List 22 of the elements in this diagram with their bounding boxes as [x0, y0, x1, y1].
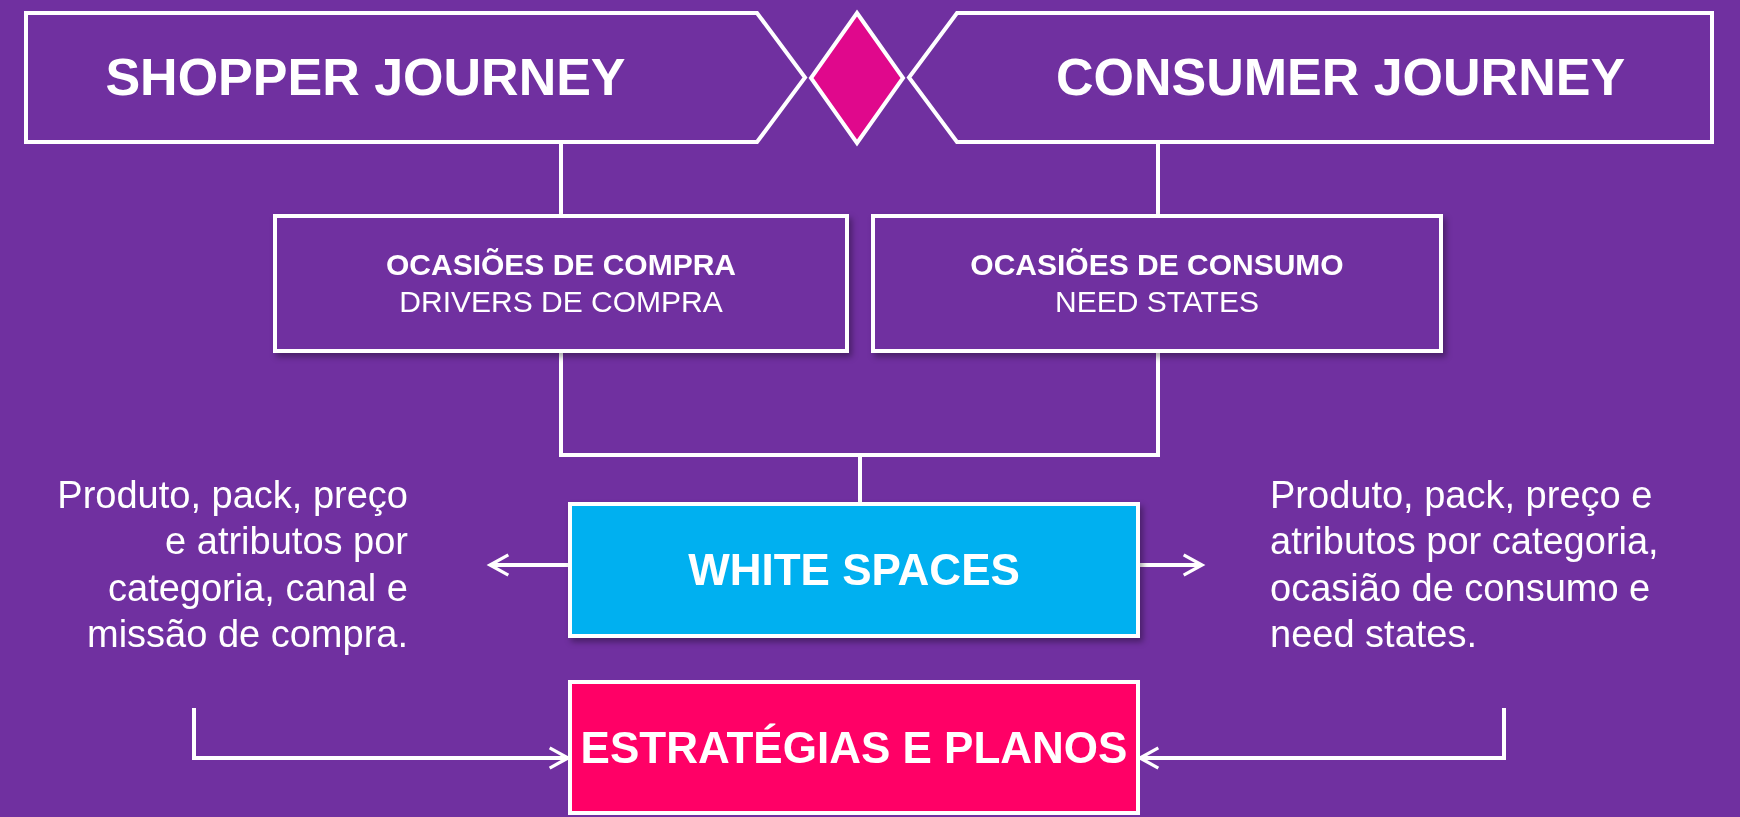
arrow [488, 553, 568, 577]
banner-box [907, 11, 1714, 144]
heading-text: OCASIÕES DE COMPRA [385, 246, 736, 283]
arrow [192, 708, 570, 770]
subheading-text: NEED STATES [1055, 283, 1259, 320]
heading-text: OCASIÕES DE CONSUMO [970, 246, 1344, 283]
heading-text: ESTRATÉGIAS E PLANOS [580, 721, 1128, 774]
heading-text: CONSUMER JOURNEY [1055, 46, 1626, 108]
process-box [568, 502, 1140, 638]
process-box [568, 680, 1140, 815]
heading-text: Produto, pack, preço e atributos por categoria, ocasião de consumo e need states. [1270, 473, 1660, 658]
connector-line [559, 144, 563, 214]
heading-text: Produto, pack, preço e atributos por categoria, canal e missão de compra. [56, 473, 408, 658]
subheading-text: DRIVERS DE COMPRA [399, 283, 723, 320]
heading-text: WHITE SPACES [688, 544, 1020, 597]
arrow [1140, 553, 1204, 577]
connector-line [858, 353, 1160, 502]
banner-box [24, 11, 807, 144]
process-box [871, 214, 1443, 353]
process-box [273, 214, 849, 353]
connector-line [1156, 144, 1160, 214]
heading-text: SHOPPER JOURNEY [105, 46, 626, 108]
